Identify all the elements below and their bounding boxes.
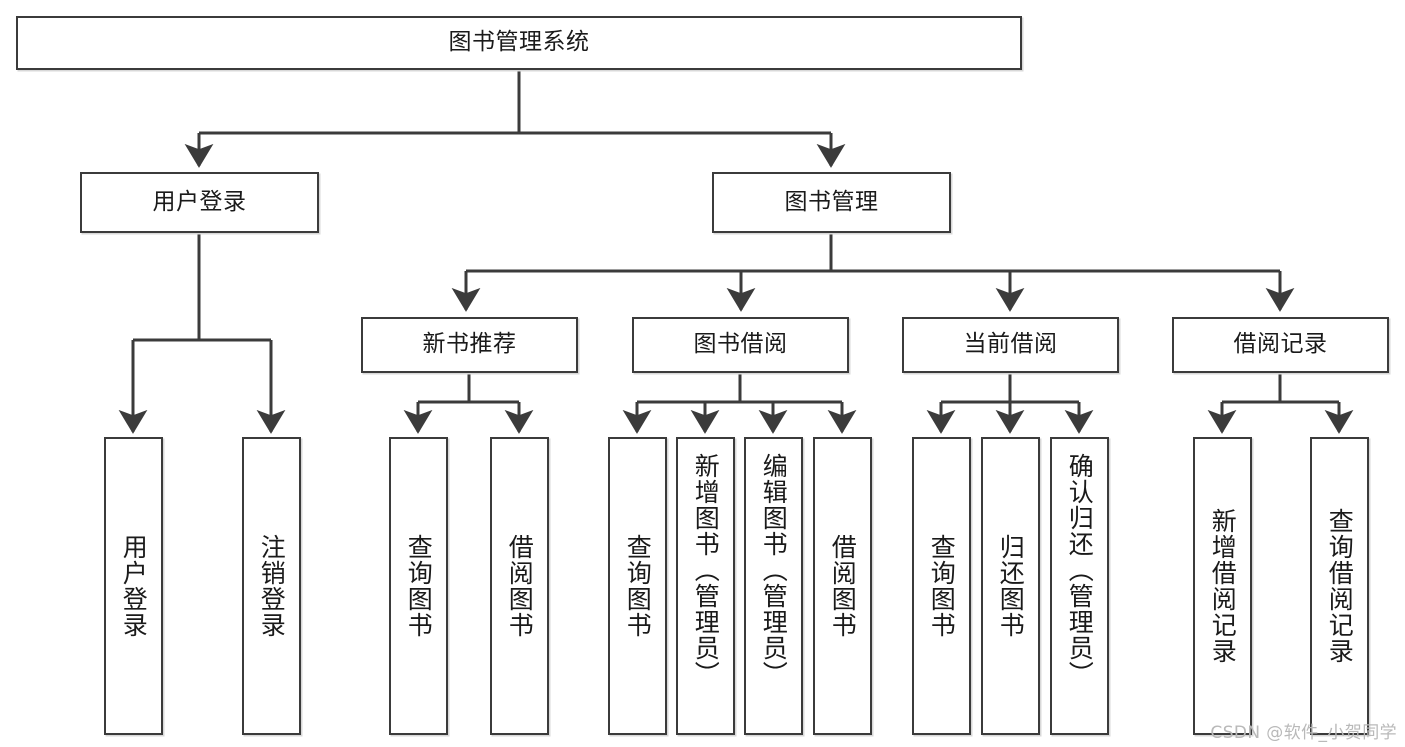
leaf-query-record-label: 查询借阅记录 [1325,508,1355,664]
leaf-user-login-label: 用户登录 [119,534,149,638]
node-current-borrow[interactable]: 当前借阅 [902,317,1119,373]
node-current-borrow-label: 当前借阅 [963,331,1058,358]
node-user-login[interactable]: 用户登录 [80,172,319,233]
watermark: CSDN @软件_小贺同学 [1210,723,1397,743]
node-book-borrow-label: 图书借阅 [693,331,788,358]
leaf-borrow-book-2-label: 借阅图书 [828,534,858,638]
node-user-login-label: 用户登录 [152,188,247,215]
leaf-return-book-label: 归还图书 [996,534,1026,638]
leaf-confirm-return-label: 确认归还（管理员） [1065,453,1095,687]
leaf-add-book-label: 新增图书（管理员） [691,453,721,687]
leaf-query-book-2[interactable]: 查询图书 [608,437,667,735]
leaf-add-book[interactable]: 新增图书（管理员） [676,437,735,735]
leaf-query-book-1[interactable]: 查询图书 [389,437,448,735]
leaf-borrow-book-1[interactable]: 借阅图书 [490,437,549,735]
leaf-add-record-label: 新增借阅记录 [1208,508,1238,664]
node-book-management[interactable]: 图书管理 [712,172,951,233]
leaf-query-book-3[interactable]: 查询图书 [912,437,971,735]
leaf-logout[interactable]: 注销登录 [242,437,301,735]
node-book-borrow[interactable]: 图书借阅 [632,317,849,373]
leaf-borrow-book-2[interactable]: 借阅图书 [813,437,872,735]
leaf-user-login[interactable]: 用户登录 [104,437,163,735]
leaf-return-book[interactable]: 归还图书 [981,437,1040,735]
node-root[interactable]: 图书管理系统 [16,16,1022,70]
leaf-edit-book[interactable]: 编辑图书（管理员） [744,437,803,735]
leaf-query-book-3-label: 查询图书 [927,534,957,638]
leaf-edit-book-label: 编辑图书（管理员） [759,453,789,687]
node-book-management-label: 图书管理 [784,188,879,215]
leaf-query-book-2-label: 查询图书 [623,534,653,638]
leaf-borrow-book-1-label: 借阅图书 [505,534,535,638]
leaf-query-record[interactable]: 查询借阅记录 [1310,437,1369,735]
node-borrow-record-label: 借阅记录 [1233,331,1328,358]
leaf-query-book-1-label: 查询图书 [404,534,434,638]
node-root-label: 图书管理系统 [448,29,590,56]
node-new-book-recommend[interactable]: 新书推荐 [361,317,578,373]
leaf-confirm-return[interactable]: 确认归还（管理员） [1050,437,1109,735]
node-new-book-recommend-label: 新书推荐 [422,331,517,358]
node-borrow-record[interactable]: 借阅记录 [1172,317,1389,373]
leaf-add-record[interactable]: 新增借阅记录 [1193,437,1252,735]
leaf-logout-label: 注销登录 [257,534,287,638]
